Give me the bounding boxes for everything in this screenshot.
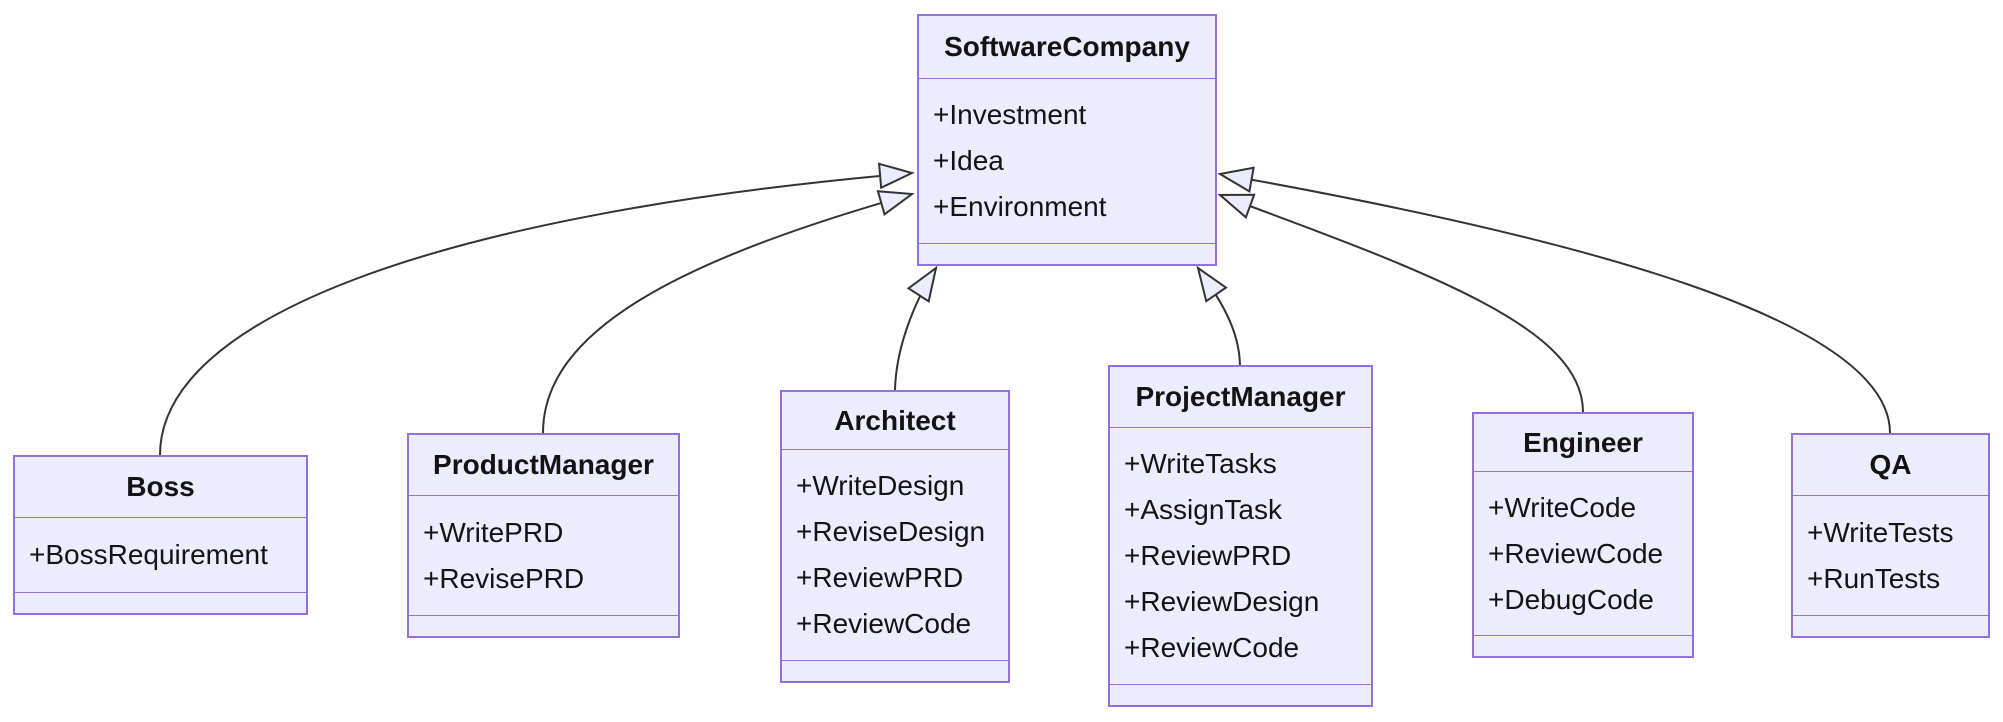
class-methods-empty <box>409 616 678 636</box>
attribute: +ReviewPRD <box>1124 540 1292 571</box>
attribute: +Investment <box>933 99 1087 130</box>
class-title: QA <box>1793 435 1988 496</box>
class-attributes: +BossRequirement <box>15 518 306 593</box>
attribute: +AssignTask <box>1124 494 1282 525</box>
class-title: ProjectManager <box>1110 367 1371 428</box>
inheritance-edge-qa <box>1217 166 1891 434</box>
attribute: +WriteCode <box>1488 491 1637 523</box>
class-attributes: +WriteDesign +ReviseDesign +ReviewPRD +R… <box>782 450 1008 661</box>
attribute: +ReviewCode <box>796 608 972 639</box>
inheritance-edge-product-manager <box>542 190 915 434</box>
class-title: Boss <box>15 457 306 518</box>
attribute: +ReviewCode <box>1488 537 1664 569</box>
class-title: ProductManager <box>409 435 678 496</box>
attribute: +WriteDesign <box>796 470 965 501</box>
class-attributes: +WriteTasks +AssignTask +ReviewPRD +Revi… <box>1110 428 1371 685</box>
inheritance-edge-architect <box>894 265 938 391</box>
class-box-product-manager: ProductManager +WritePRD +RevisePRD <box>407 433 680 638</box>
class-attributes: +Investment +Idea +Environment <box>919 79 1215 244</box>
class-methods-empty <box>15 593 306 613</box>
inheritance-edge-engineer <box>1217 193 1584 413</box>
class-attributes: +WritePRD +RevisePRD <box>409 496 678 616</box>
attribute: +ReviewDesign <box>1124 586 1320 617</box>
attribute: +ReviewPRD <box>796 562 964 593</box>
class-attributes: +WriteCode +ReviewCode +DebugCode <box>1474 472 1692 636</box>
class-attributes: +WriteTests +RunTests <box>1793 496 1988 616</box>
class-box-project-manager: ProjectManager +WriteTasks +AssignTask +… <box>1108 365 1373 707</box>
attribute: +Idea <box>933 145 1004 176</box>
class-title: Engineer <box>1474 414 1692 472</box>
class-title: Architect <box>782 392 1008 450</box>
class-title: SoftwareCompany <box>919 16 1215 79</box>
attribute: +WriteTests <box>1807 516 1954 548</box>
class-methods-empty <box>782 661 1008 681</box>
attribute: +RevisePRD <box>423 562 585 594</box>
attribute: +RunTests <box>1807 562 1941 594</box>
class-box-boss: Boss +BossRequirement <box>13 455 308 615</box>
class-box-engineer: Engineer +WriteCode +ReviewCode +DebugCo… <box>1472 412 1694 658</box>
attribute: +WriteTasks <box>1124 448 1277 479</box>
attribute: +ReviseDesign <box>796 516 986 547</box>
class-methods-empty <box>1793 616 1988 636</box>
attribute: +ReviewCode <box>1124 632 1300 663</box>
inheritance-edge-project-manager <box>1196 265 1241 366</box>
attribute: +BossRequirement <box>29 539 268 570</box>
class-box-software-company: SoftwareCompany +Investment +Idea +Envir… <box>917 14 1217 266</box>
class-methods-empty <box>1110 685 1371 705</box>
class-methods-empty <box>919 244 1215 264</box>
class-box-qa: QA +WriteTests +RunTests <box>1791 433 1990 638</box>
inheritance-edge-boss <box>159 162 915 456</box>
attribute: +DebugCode <box>1488 583 1654 615</box>
class-box-architect: Architect +WriteDesign +ReviseDesign +Re… <box>780 390 1010 683</box>
class-methods-empty <box>1474 636 1692 656</box>
attribute: +WritePRD <box>423 516 564 548</box>
attribute: +Environment <box>933 191 1107 222</box>
